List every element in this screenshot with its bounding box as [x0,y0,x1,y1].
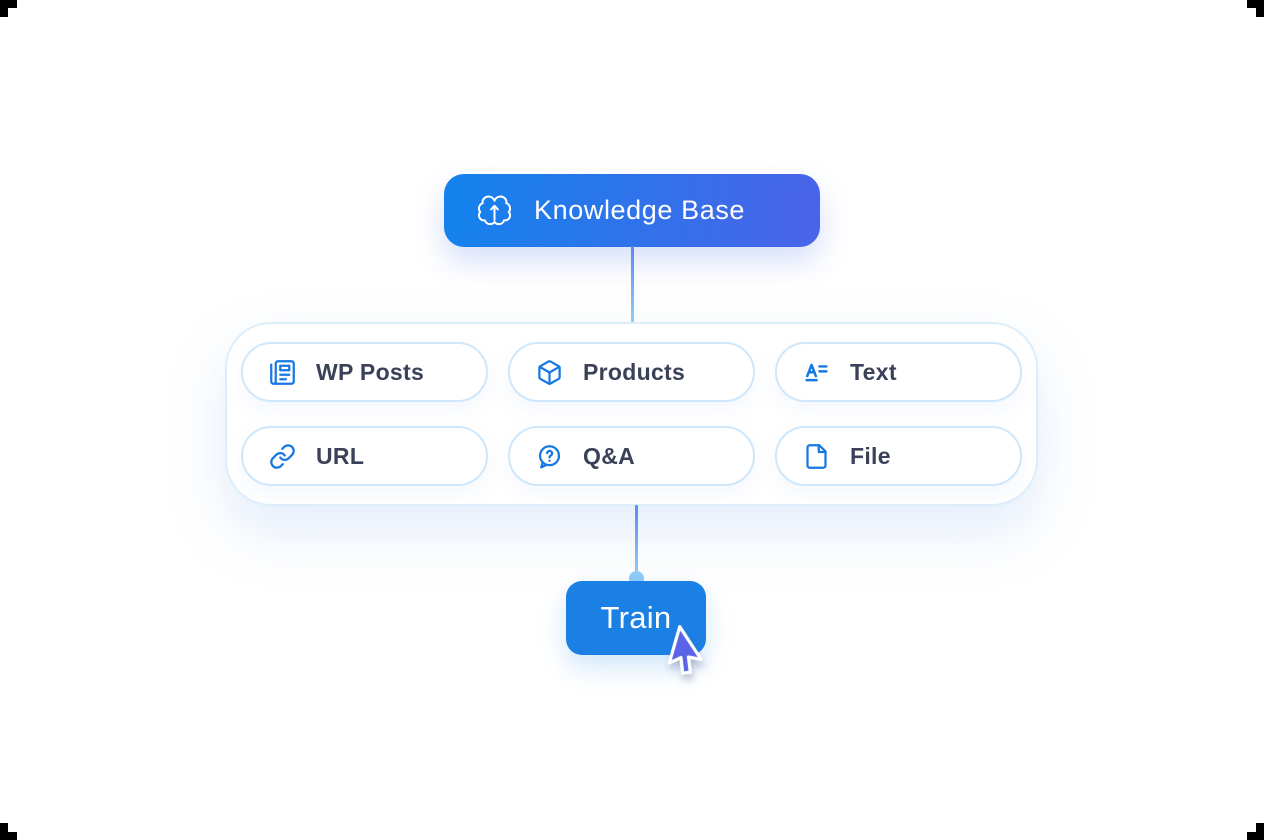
train-button[interactable]: Train [566,581,706,655]
sources-panel: WP Posts Products Text URL [225,322,1038,506]
question-bubble-icon [538,444,561,468]
train-label: Train [600,600,672,635]
source-pill-text[interactable]: Text [775,342,1022,402]
source-pill-qa[interactable]: Q&A [508,426,755,486]
text-icon [805,363,828,381]
knowledge-base-button[interactable]: Knowledge Base [444,174,820,247]
source-pill-wp-posts[interactable]: WP Posts [241,342,488,402]
source-pill-products[interactable]: Products [508,342,755,402]
source-pill-label: WP Posts [316,358,425,385]
crop-mark-top-right [1247,0,1264,17]
source-pill-label: File [850,442,891,469]
file-icon [806,443,827,469]
source-pill-label: Text [850,358,897,385]
source-pill-label: Q&A [583,442,636,469]
crop-mark-bottom-right [1247,823,1264,840]
source-pill-label: URL [316,442,365,469]
crop-mark-top-left [0,0,17,17]
link-icon [270,443,295,469]
products-box-icon [538,359,561,385]
source-pill-file[interactable]: File [775,426,1022,486]
wp-posts-icon [270,359,295,385]
knowledge-base-label: Knowledge Base [534,195,746,225]
source-pill-label: Products [583,358,686,385]
connector-line-top [631,246,634,323]
connector-line-bottom [635,505,638,577]
brain-icon [477,195,512,225]
source-pill-url[interactable]: URL [241,426,488,486]
crop-mark-bottom-left [0,823,17,840]
